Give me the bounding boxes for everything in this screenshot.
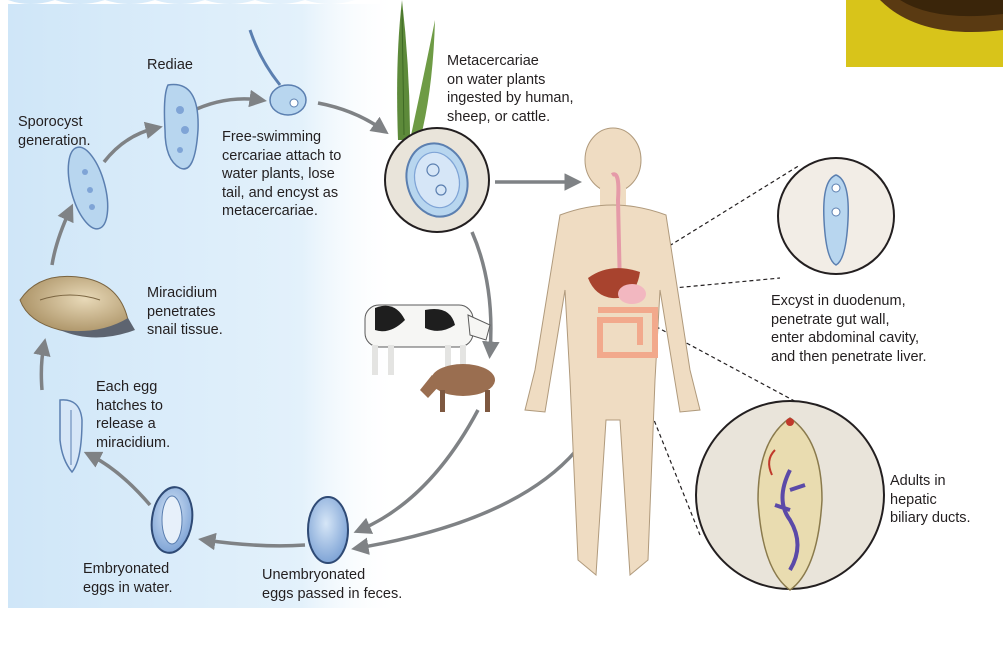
miracidium-egg-illustration	[59, 399, 83, 474]
sporocyst-illustration	[67, 146, 109, 230]
adult-fluke-inset	[695, 400, 885, 591]
rediae-illustration	[163, 83, 199, 170]
intestine-organ	[597, 307, 658, 358]
unembryonated-label: Unembryonated eggs passed in feces.	[262, 567, 403, 602]
sporocyst-label: Sporocyst generation.	[18, 114, 91, 149]
cercariae-label: Free-swimming cercariae attach to water …	[222, 129, 342, 219]
cow-illustration	[364, 304, 491, 375]
arrow-egg-to-embryonated	[198, 532, 306, 551]
miracidium-label: Miracidium penetrates snail tissue.	[147, 285, 223, 338]
human-figure-illustration	[524, 127, 701, 577]
snail-illustration	[19, 275, 135, 338]
arrow-hatch-to-snail	[33, 338, 51, 391]
metacercariae-label: Metacercariae on water plants ingested b…	[447, 53, 574, 125]
stomach-organ	[618, 284, 646, 304]
excyst-inset	[777, 157, 895, 275]
arrow-snail-to-sporocyst	[50, 203, 74, 266]
unembryonated-egg-illustration	[307, 496, 349, 564]
goat-illustration	[420, 364, 495, 412]
adults-label: Adults in hepatic biliary ducts.	[890, 473, 971, 526]
cercaria-illustration	[248, 29, 307, 116]
arrow-sporocyst-to-rediae	[102, 121, 163, 164]
embryonated-label: Embryonated eggs in water.	[83, 561, 173, 596]
embryonated-egg-illustration	[150, 486, 194, 554]
water-plant-illustration	[397, 0, 435, 140]
excyst-label: Excyst in duodenum, penetrate gut wall, …	[771, 293, 927, 365]
arrow-embryonated-to-hatch	[83, 451, 152, 507]
arrow-metacercariae-to-livestock	[470, 231, 500, 359]
egg-hatch-label: Each egg hatches to release a miracidium…	[96, 379, 171, 451]
arrow-livestock-to-eggs	[353, 409, 480, 534]
arrow-cercariae-to-metacercariae	[317, 101, 389, 135]
metacercaria-inset	[384, 127, 490, 233]
rediae-label: Rediae	[147, 57, 193, 73]
fluke-photo-thumbnail	[846, 0, 1003, 67]
